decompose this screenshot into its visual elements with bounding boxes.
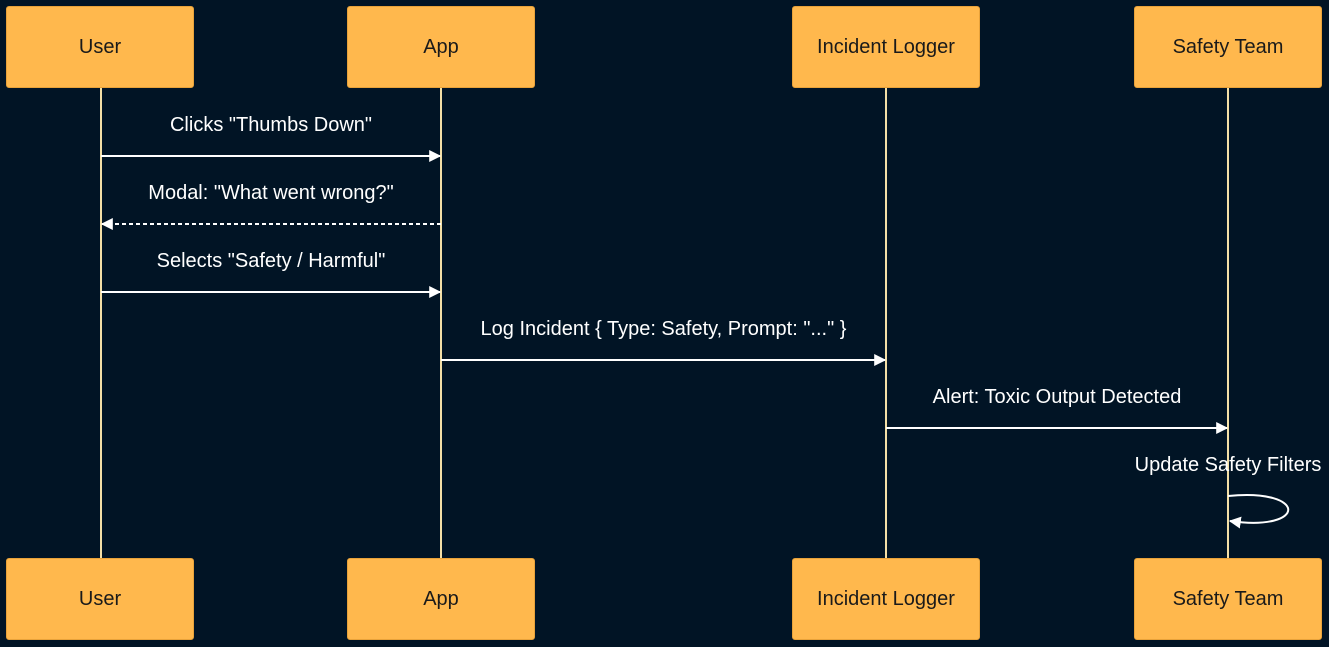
self-message-arrow: [1227, 494, 1290, 529]
message-label: Alert: Toxic Output Detected: [933, 386, 1182, 408]
actor-bottom-safety-team: Safety Team: [1134, 558, 1322, 640]
actor-label: Safety Team: [1172, 587, 1284, 610]
actor-label: App: [423, 587, 459, 610]
actor-bottom-incident-logger: Incident Logger: [792, 558, 980, 640]
actor-label: User: [78, 587, 122, 610]
message-label: Update Safety Filters: [1135, 454, 1322, 476]
message-label: Clicks "Thumbs Down": [170, 114, 372, 136]
actor-label: App: [423, 35, 459, 58]
actor-bottom-app: App: [347, 558, 535, 640]
message-label: Modal: "What went wrong?": [148, 182, 393, 204]
actor-top-safety-team: Safety Team: [1134, 6, 1322, 88]
message-label: Log Incident { Type: Safety, Prompt: "..…: [481, 318, 847, 340]
actor-label: Safety Team: [1172, 35, 1284, 58]
actor-top-user: User: [6, 6, 194, 88]
actor-label: User: [78, 35, 122, 58]
actor-top-app: App: [347, 6, 535, 88]
message-label: Selects "Safety / Harmful": [157, 250, 386, 272]
actor-top-incident-logger: Incident Logger: [792, 6, 980, 88]
actor-label: Incident Logger: [817, 587, 955, 610]
actor-bottom-user: User: [6, 558, 194, 640]
actor-label: Incident Logger: [817, 35, 955, 58]
